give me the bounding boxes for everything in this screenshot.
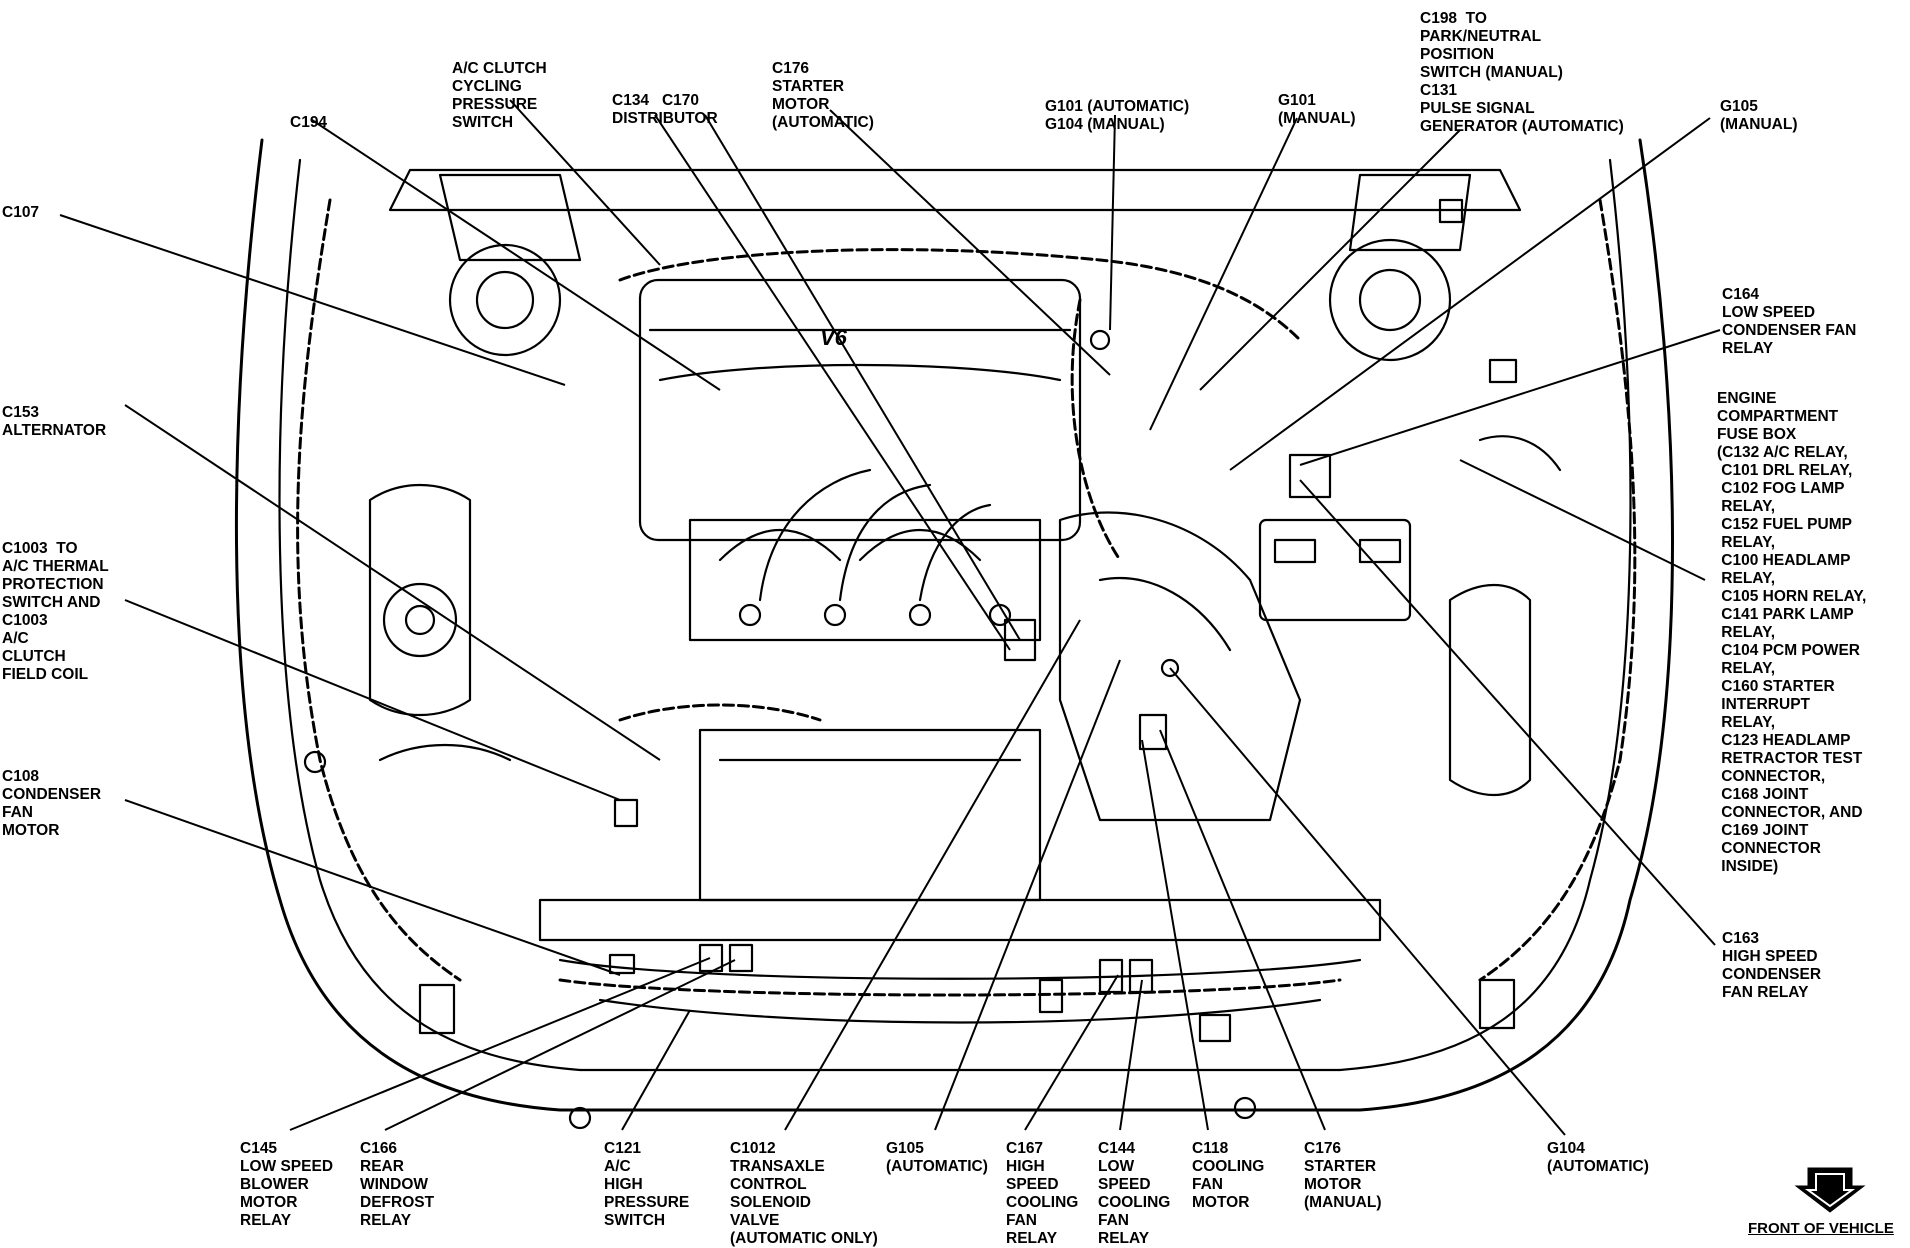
label-c163-high-speed-condenser-fan-relay: C163 HIGH SPEED CONDENSER FAN RELAY — [1722, 930, 1822, 1001]
label-g105-automatic: G105 (AUTOMATIC) — [886, 1140, 988, 1175]
down-arrow-icon — [1794, 1167, 1866, 1213]
label-g101-manual: G101 (MANUAL) — [1278, 92, 1356, 127]
label-c121-ac-high-pressure-switch: C121 A/C HIGH PRESSURE SWITCH — [604, 1140, 690, 1229]
label-c134-c170-distributor: C134 C170 DISTRIBUTOR — [612, 92, 718, 127]
label-c107: C107 — [2, 204, 40, 221]
label-g104-automatic: G104 (AUTOMATIC) — [1547, 1140, 1649, 1175]
label-c166-rear-window-defrost-relay: C166 REAR WINDOW DEFROST RELAY — [360, 1140, 435, 1229]
label-c176-starter-motor-automatic: C176 STARTER MOTOR (AUTOMATIC) — [772, 60, 874, 131]
label-c144-low-speed-cooling-fan-relay: C144 LOW SPEED COOLING FAN RELAY — [1098, 1140, 1171, 1247]
front-of-vehicle-label: FRONT OF VEHICLE — [1748, 1220, 1894, 1237]
label-c145-low-speed-blower-motor-relay: C145 LOW SPEED BLOWER MOTOR RELAY — [240, 1140, 334, 1229]
leader-lines — [59, 99, 1721, 1136]
label-c108-condenser-fan-motor: C108 CONDENSER FAN MOTOR — [2, 768, 102, 839]
label-ac-clutch-cycling-pressure-switch: A/C CLUTCH CYCLING PRESSURE SWITCH — [452, 60, 547, 131]
label-g101-g104: G101 (AUTOMATIC) G104 (MANUAL) — [1045, 98, 1190, 133]
label-c194: C194 — [290, 114, 328, 131]
label-engine-compartment-fuse-box: ENGINE COMPARTMENT FUSE BOX (C132 A/C RE… — [1717, 390, 1867, 875]
label-c118-cooling-fan-motor: C118 COOLING FAN MOTOR — [1192, 1140, 1265, 1211]
label-c164-low-speed-condenser-fan-relay: C164 LOW SPEED CONDENSER FAN RELAY — [1722, 286, 1857, 357]
label-c176-starter-motor-manual: C176 STARTER MOTOR (MANUAL) — [1304, 1140, 1382, 1211]
engine-line-art — [234, 138, 1674, 1130]
front-of-vehicle-indicator: FRONT OF VEHICLE — [1740, 1162, 1910, 1242]
label-c1003: C1003 TO A/C THERMAL PROTECTION SWITCH A… — [2, 540, 109, 683]
label-c167-high-speed-cooling-fan-relay: C167 HIGH SPEED COOLING FAN RELAY — [1006, 1140, 1079, 1247]
label-g105-manual: G105 (MANUAL) — [1720, 98, 1798, 133]
label-c153-alternator: C153 ALTERNATOR — [2, 404, 107, 439]
label-c1012-transaxle-control-solenoid-valve: C1012 TRANSAXLE CONTROL SOLENOID VALVE (… — [730, 1140, 878, 1247]
label-c198-c131: C198 TO PARK/NEUTRAL POSITION SWITCH (MA… — [1420, 10, 1624, 135]
